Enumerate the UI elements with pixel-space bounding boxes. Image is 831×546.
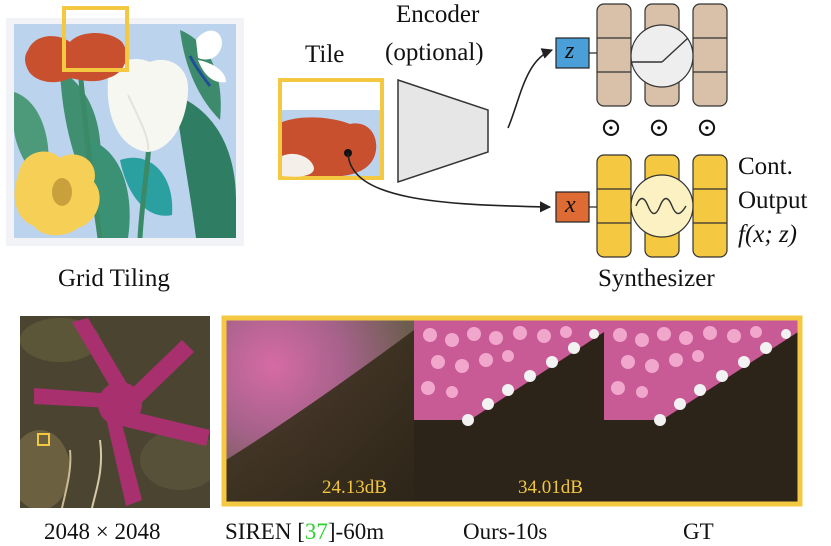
siren-citation[interactable]: 37 — [304, 519, 328, 544]
comparison-panel — [221, 315, 803, 507]
z-input-box — [555, 37, 590, 69]
siren-prefix: SIREN [ — [225, 519, 305, 544]
encoder-to-z-arrow — [507, 48, 554, 129]
encoder-network — [596, 3, 728, 107]
function-output-label: f(x; z) — [738, 221, 797, 248]
output-label: Output — [738, 187, 808, 214]
psnr-siren: 24.13dB — [322, 477, 387, 498]
crop-selection-box — [37, 433, 50, 446]
gt-crop — [604, 320, 798, 502]
encoder-block — [397, 78, 489, 184]
starfish-photo — [20, 316, 210, 508]
tile-selection-box — [62, 6, 129, 72]
hadamard-symbol-3: ⊙ — [696, 113, 718, 142]
ours-caption: Ours-10s — [463, 519, 548, 544]
resolution-label: 2048 × 2048 — [44, 519, 161, 544]
siren-caption: SIREN [37]-60m — [225, 520, 384, 543]
cont-output-label: Cont. — [738, 153, 793, 180]
synthesizer-network — [596, 154, 728, 258]
tile-image — [278, 78, 384, 180]
z-symbol: z — [565, 38, 575, 64]
psnr-ours: 34.01dB — [518, 477, 583, 498]
ours-crop — [414, 320, 604, 502]
grid-tiling-painting — [6, 6, 244, 246]
x-symbol: x — [565, 192, 576, 218]
grid-tiling-label: Grid Tiling — [58, 265, 170, 292]
tile-label: Tile — [305, 41, 345, 68]
siren-suffix: ]-60m — [327, 519, 385, 544]
hadamard-symbol-1: ⊙ — [600, 113, 622, 142]
encoder-optional-label: (optional) — [385, 39, 484, 66]
synthesizer-label: Synthesizer — [598, 265, 715, 292]
tile-to-x-arrow — [347, 152, 552, 213]
hadamard-symbol-2: ⊙ — [648, 113, 670, 142]
gt-caption: GT — [683, 519, 714, 544]
encoder-label: Encoder — [396, 1, 480, 28]
